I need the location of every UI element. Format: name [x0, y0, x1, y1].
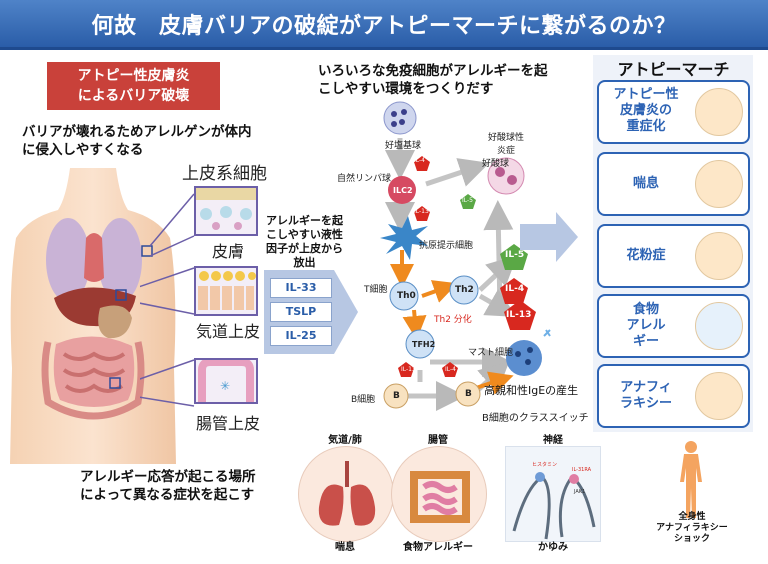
allergy-factors-text: アレルギーを起こしやすい液性因子が上皮から放出: [266, 214, 343, 269]
title-bar: [0, 0, 768, 50]
march-item-hay-fever: 花粉症: [597, 224, 750, 288]
lung-label: 気道/肺: [328, 435, 362, 446]
il5-small-label: IL-5: [462, 197, 473, 204]
gut-label: 腸管: [428, 435, 448, 446]
il4-top-label: IL-4: [414, 157, 425, 164]
th0-label: Th0: [397, 291, 416, 301]
immune-cells-description: いろいろな免疫細胞がアレルギーを起 こしやすい環境をつくりだす: [318, 62, 568, 98]
class-switch-label: B細胞のクラススイッチ: [482, 413, 589, 424]
eosinophil-inflammation-label: 好酸球性 炎症: [488, 133, 525, 156]
il4-mid-label: IL-4: [505, 284, 525, 294]
innate-lymphoid-label: 自然リンパ球: [337, 174, 392, 184]
gut-cells-box: ✳: [194, 358, 258, 404]
march-item-anaphylaxis: アナフィラキシー: [597, 364, 750, 428]
il13-small-label: IL-13: [401, 366, 416, 373]
desc-line-1: バリアが壊れるためアレルゲンが体内: [22, 124, 252, 140]
dermatitis-person-icon: [695, 88, 743, 136]
food-items-icon: [695, 302, 743, 350]
nerve-icon: [512, 472, 596, 540]
il31ra-label: IL-31RA: [572, 467, 592, 473]
cytokine-il33: IL-33: [270, 278, 332, 298]
tfh2-label: TFH2: [412, 340, 436, 349]
march-item-atopic-dermatitis: アトピー性皮膚炎の重症化: [597, 80, 750, 144]
anaphylaxis-person-icon: [695, 372, 743, 420]
airway-epithelium-label: 気道上皮: [196, 322, 261, 341]
gut-illustration: [391, 446, 487, 542]
svg-text:✳: ✳: [220, 379, 230, 393]
atopic-march-header: アトピーマーチ: [617, 60, 730, 79]
th2-label: Th2: [455, 285, 474, 295]
mast-cell-label: マスト細胞: [468, 348, 514, 358]
epithelial-cells-label: 上皮系細胞: [182, 164, 267, 184]
bcell-right-letter: B: [465, 389, 472, 399]
barrier-destruction-badge: アトピー性皮膚炎 によるバリア破壊: [47, 62, 220, 110]
skin-label: 皮膚: [212, 242, 245, 261]
allergen-entry-description: バリアが壊れるためアレルゲンが体内 に侵入しやすくなる: [22, 123, 322, 159]
immune-cell-network: [380, 101, 551, 411]
il13-big-label: IL-13: [506, 310, 532, 320]
airway-cells-box: [194, 266, 258, 316]
itch-label: かゆみ: [538, 542, 568, 553]
airway-cells-icon: [198, 271, 256, 310]
apc-label: 抗原提示細胞: [419, 241, 474, 251]
sneezing-person-icon: [695, 232, 743, 280]
ige-production-label: 高親和性IgEの産生: [484, 384, 579, 397]
eosinophil-label: 好酸球: [482, 159, 510, 169]
march-item-food-allergy: 食物アレルギー: [597, 294, 750, 358]
il5-big-label: IL-5: [505, 250, 525, 260]
th2-differentiation-label: Th2 分化: [434, 315, 472, 325]
skin-cells-icon: [196, 188, 256, 230]
basophil-label: 好塩基球: [385, 141, 422, 151]
intestines-icon: [410, 471, 470, 523]
bottom-desc-line-2: によって異なる症状を起こす: [80, 487, 255, 503]
il13-top-label: IL-13: [414, 208, 429, 215]
cytokine-tslp: TSLP: [270, 302, 332, 322]
tcell-label: T細胞: [364, 285, 388, 295]
desc-line-2: に侵入しやすくなる: [22, 142, 144, 158]
badge-line-2: によるバリア破壊: [77, 88, 190, 104]
full-body-icon: [680, 441, 702, 518]
bottom-desc-line-1: アレルギー応答が起こる場所: [80, 469, 256, 485]
asthma-label: 喘息: [335, 542, 355, 553]
gut-epithelium-label: 腸管上皮: [196, 414, 261, 433]
il4-small-label: IL-4: [445, 366, 456, 373]
jak1-label: JAK1: [574, 489, 586, 495]
cytokine-il25: IL-25: [270, 326, 332, 346]
page-title: 何故 皮膚バリアの破綻がアトピーマーチに繋がるのか？: [91, 14, 677, 39]
human-torso-illustration: [10, 168, 176, 464]
food-allergy-label: 食物アレルギー: [403, 542, 473, 553]
badge-line-1: アトピー性皮膚炎: [77, 68, 190, 84]
march-item-asthma: 喘息: [597, 152, 750, 216]
coughing-person-icon: [695, 160, 743, 208]
symptom-location-description: アレルギー応答が起こる場所 によって異なる症状を起こす: [80, 468, 320, 504]
lungs-icon: [318, 461, 376, 526]
systemic-anaphylaxis-label: 全身性 アナフィラキシー ショック: [656, 512, 728, 544]
skin-cells-box: [194, 186, 258, 236]
connector-lines: [140, 193, 195, 407]
histamine-label: ヒスタミン: [532, 462, 558, 468]
nerve-illustration: ヒスタミン IL-31RA JAK1: [505, 446, 601, 542]
immune-line-2: こしやすい環境をつくりだす: [318, 81, 494, 97]
march-arrow: [520, 212, 578, 262]
immune-line-1: いろいろな免疫細胞がアレルギーを起: [318, 63, 548, 79]
ilc2-label: ILC2: [393, 186, 413, 195]
gut-cells-icon: ✳: [198, 358, 254, 402]
bcell-label: B細胞: [351, 395, 376, 405]
lung-illustration: [298, 446, 394, 542]
nerve-label: 神経: [543, 435, 563, 446]
bcell-left-letter: B: [393, 391, 400, 401]
